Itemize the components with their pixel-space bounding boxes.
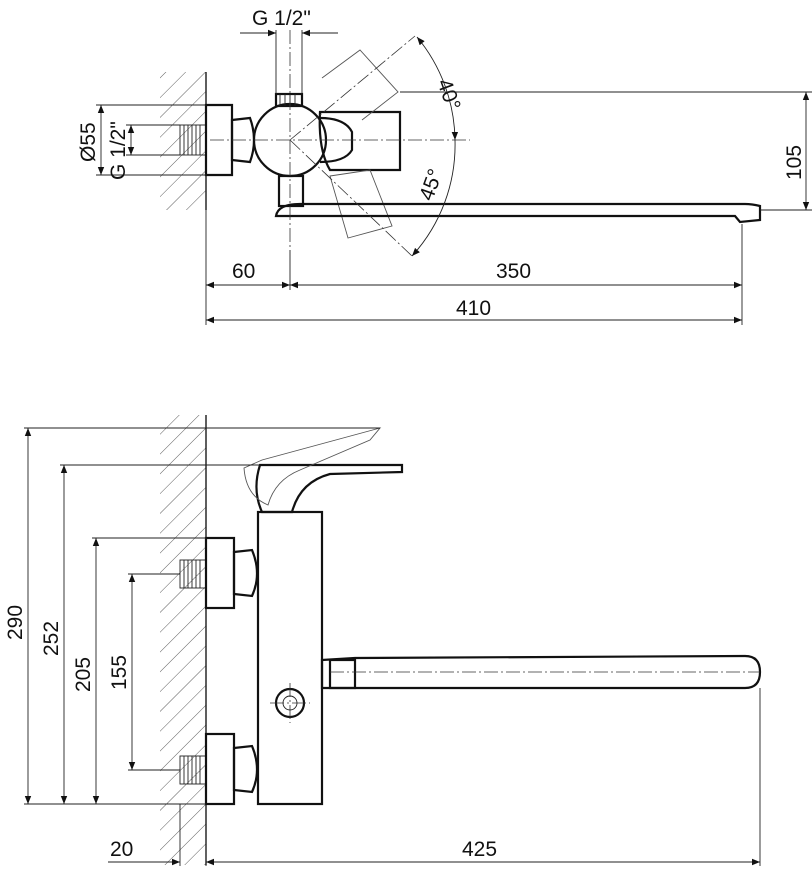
angle-arc-upper <box>416 36 459 141</box>
height-label: 105 <box>783 145 806 180</box>
nut-upper <box>232 548 259 598</box>
escutcheon-upper <box>204 536 236 610</box>
offset-label: 60 <box>232 260 255 283</box>
lever-handle-top <box>318 110 402 172</box>
spout-top <box>274 202 762 224</box>
centerline-angle-upper <box>289 35 416 141</box>
dim-425-label: 425 <box>462 838 497 861</box>
dia-label: Ø55 <box>77 122 100 162</box>
spout-length-label: 350 <box>496 260 531 283</box>
mixer-body-front <box>256 510 324 806</box>
spout-collar <box>328 658 357 690</box>
centerline-angle-lower <box>289 139 413 257</box>
thread-lines-top <box>183 125 201 155</box>
dim-290-label: 290 <box>4 605 27 640</box>
lever-ghost-front <box>243 427 382 506</box>
dim-205-label: 205 <box>72 657 95 692</box>
thread-lines-lower <box>183 756 201 784</box>
top-view: 40° 45° G 1/2" Ø55 G 1/2" 105 60 350 410 <box>77 7 812 325</box>
lever-ghost-lower <box>329 169 393 239</box>
wall-hatch-front <box>160 415 206 865</box>
nut-lower <box>232 744 259 794</box>
thread-top-label: G 1/2" <box>252 7 311 30</box>
angle-arc-lower <box>411 139 456 257</box>
lever-collar-top <box>319 116 354 164</box>
lever-handle-front <box>255 463 404 514</box>
lever-ghost-upper <box>321 49 399 121</box>
thread-side-label: G 1/2" <box>107 121 130 180</box>
angle-lower-label: 45° <box>415 166 447 204</box>
diverter-stem-top <box>277 174 305 208</box>
top-thread-cap <box>274 92 304 108</box>
escutcheon-lower <box>204 732 236 806</box>
angle-upper-label: 40° <box>432 76 464 114</box>
dim-155-label: 155 <box>108 655 131 690</box>
thread-lines-upper <box>183 560 201 588</box>
dim-252-label: 252 <box>40 621 63 656</box>
front-view: 290 252 205 155 20 425 <box>4 415 762 866</box>
escutcheon-top <box>204 103 234 177</box>
dim-20-label: 20 <box>110 838 133 861</box>
wall-hatch-top <box>160 72 206 210</box>
total-length-label: 410 <box>456 297 491 320</box>
